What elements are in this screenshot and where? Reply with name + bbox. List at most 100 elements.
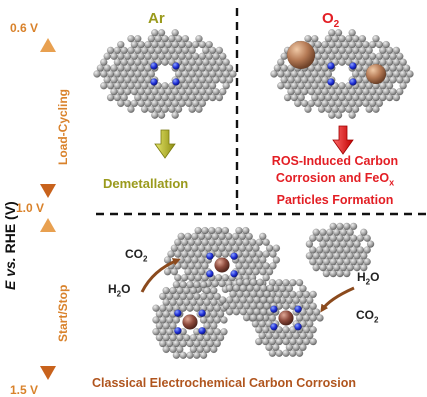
- classical-corrosion-caption: Classical Electrochemical Carbon Corrosi…: [92, 376, 356, 390]
- carbon-atom: [360, 228, 368, 237]
- carbon-atom: [255, 337, 263, 346]
- carbon-atom: [283, 93, 292, 102]
- carbon-atom: [189, 286, 198, 295]
- carbon-atom: [375, 99, 384, 108]
- axis-label: E vs. RHE (V): [2, 201, 18, 290]
- carbon-atom: [295, 349, 304, 357]
- carbon-atom: [329, 269, 337, 278]
- carbon-atom: [176, 345, 184, 354]
- carbon-atom: [198, 99, 207, 108]
- carbon-atom: [305, 240, 314, 248]
- carbon-atom: [220, 328, 228, 336]
- carbon-atom: [188, 46, 196, 55]
- carbon-atom: [249, 314, 258, 322]
- carbon-atom: [195, 105, 203, 114]
- carbon-atom: [309, 326, 317, 334]
- demetallation-label: Demetallation: [103, 176, 189, 191]
- load-cycling-label: Load-Cycling: [56, 88, 70, 165]
- carbon-atom: [225, 64, 234, 72]
- carbon-atom: [272, 343, 280, 352]
- carbon-atom: [163, 268, 172, 276]
- carbon-atom: [205, 40, 213, 49]
- carbon-atom: [171, 29, 179, 37]
- carbon-atom: [322, 269, 331, 278]
- carbon-atom: [259, 256, 267, 264]
- carbon-atom: [169, 322, 177, 330]
- carbon-atom: [157, 29, 166, 37]
- carbon-atom: [252, 244, 260, 252]
- nitrogen-atom: [349, 78, 357, 86]
- carbon-atom: [219, 87, 227, 96]
- carbon-atom: [372, 105, 380, 114]
- nitrogen-atom: [294, 305, 302, 314]
- carbon-atom: [336, 269, 344, 278]
- h2o-right-a: H: [357, 270, 366, 284]
- axis-label-ref: RHE (V): [2, 201, 18, 258]
- carbon-atom: [222, 82, 230, 90]
- carbon-atom: [256, 314, 264, 322]
- carbon-atom: [351, 105, 360, 114]
- carbon-atom: [309, 337, 317, 346]
- carbon-atom: [140, 105, 149, 114]
- carbon-atom: [263, 290, 271, 298]
- carbon-atom: [151, 111, 159, 119]
- nitrogen-atom: [270, 305, 278, 314]
- carbon-atom: [174, 105, 183, 114]
- carbon-atom: [366, 240, 375, 248]
- carbon-atom: [363, 234, 371, 242]
- h2o-right-b: O: [370, 270, 380, 284]
- start-stop-arrow: [40, 218, 56, 380]
- carbon-atom: [161, 58, 169, 66]
- carbon-atom: [269, 262, 277, 270]
- h2o-label-right: H2O: [357, 270, 379, 286]
- carbon-atom: [316, 314, 324, 322]
- carbon-atom: [299, 284, 307, 293]
- carbon-atom: [193, 351, 201, 359]
- feox-particle-large: [286, 40, 316, 70]
- co2-label-left: CO2: [125, 247, 147, 263]
- carbon-atom: [147, 70, 156, 78]
- carbon-atom: [396, 52, 404, 60]
- carbon-atom: [334, 29, 343, 37]
- carbon-atom: [275, 349, 283, 357]
- co2-release-arrow-right: [320, 286, 355, 313]
- ros-line-2: Corrosion and FeOx: [246, 170, 424, 192]
- co2-left-sub: 2: [143, 254, 148, 264]
- carbon-atom: [120, 93, 128, 102]
- carbon-atom: [334, 111, 343, 119]
- demetallation-arrow: [154, 129, 176, 159]
- carbon-atom: [215, 46, 224, 55]
- carbon-atom: [268, 349, 277, 357]
- carbon-atom: [214, 250, 223, 258]
- co2-release-arrow-left: [140, 258, 181, 293]
- carbon-atom: [304, 105, 312, 114]
- carbon-atom: [396, 87, 404, 96]
- h2o-left-b: O: [121, 282, 131, 296]
- carbon-atom: [220, 316, 228, 324]
- co2-label-right: CO2: [356, 308, 378, 324]
- h2o-right-sub: 2: [365, 277, 371, 287]
- potential-bottom-label: 1.5 V: [10, 383, 39, 397]
- carbon-atom: [306, 296, 314, 304]
- carbon-atom: [186, 304, 194, 312]
- carbon-atom: [127, 105, 135, 114]
- carbon-atom: [242, 226, 250, 235]
- carbon-atom: [399, 82, 407, 90]
- co2-right-main: CO: [356, 308, 374, 322]
- carbon-atom: [222, 58, 230, 66]
- carbon-atom: [306, 332, 314, 340]
- carbon-atom: [282, 349, 290, 357]
- nitrogen-atom: [294, 322, 302, 331]
- carbon-atom: [117, 40, 125, 49]
- carbon-atom: [272, 244, 281, 252]
- iron-atom: [214, 257, 230, 273]
- carbon-atom: [328, 111, 336, 119]
- carbon-atom: [210, 345, 218, 354]
- carbon-atom: [162, 345, 170, 354]
- carbon-atom: [348, 111, 356, 119]
- carbon-atom: [285, 284, 294, 293]
- nitrogen-atom: [198, 309, 206, 318]
- carbon-atom: [117, 99, 125, 108]
- carbon-atom: [277, 82, 285, 90]
- carbon-atom: [311, 35, 319, 43]
